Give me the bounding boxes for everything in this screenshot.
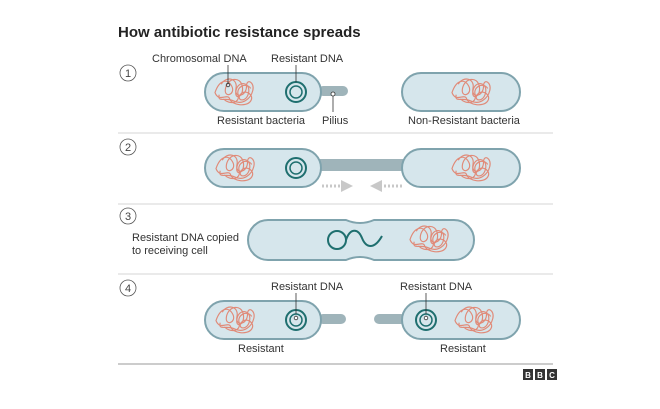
step-number-badge bbox=[119, 207, 137, 225]
bbc-logo: B B C bbox=[523, 369, 557, 380]
resistant-bacterium bbox=[204, 72, 322, 112]
resistant-dna-label: Resistant DNA bbox=[400, 281, 473, 293]
step-4: 4 Resistant DNA Resistant Resistant DNA … bbox=[119, 279, 521, 355]
pilius-label: Pilius bbox=[322, 115, 349, 127]
step-number-badge bbox=[119, 64, 137, 82]
pilus bbox=[318, 86, 348, 96]
step-number-badge bbox=[119, 279, 137, 297]
step-3-caption-line1: Resistant DNA copied bbox=[132, 232, 239, 244]
leader-dot bbox=[293, 315, 299, 321]
diagram-title: How antibiotic resistance spreads bbox=[118, 24, 361, 41]
leader-dot bbox=[330, 91, 336, 97]
step-number: 1 bbox=[125, 68, 131, 80]
step-3-caption-line2: to receiving cell bbox=[132, 245, 208, 257]
step-2: 2 bbox=[119, 138, 521, 192]
recipient-bacterium bbox=[401, 148, 521, 188]
pilus-bridge bbox=[318, 159, 408, 171]
resistant-label: Resistant bbox=[238, 343, 284, 355]
step-1: 1 Chromosomal DNA Resistant DNA Resistan… bbox=[119, 53, 521, 127]
chromosomal-dna-label: Chromosomal DNA bbox=[152, 53, 247, 65]
step-number: 2 bbox=[125, 142, 131, 154]
resistant-dna-label: Resistant DNA bbox=[271, 281, 344, 293]
non-resistant-bacterium bbox=[401, 72, 521, 112]
step-number: 4 bbox=[125, 283, 131, 295]
retracted-pilus-right bbox=[374, 314, 406, 324]
merged-cells bbox=[246, 219, 476, 261]
resistant-bacterium bbox=[204, 148, 322, 188]
resistant-dna-label: Resistant DNA bbox=[271, 53, 344, 65]
step-number: 3 bbox=[125, 211, 131, 223]
leader-dot bbox=[225, 82, 231, 88]
non-resistant-label: Non-Resistant bacteria bbox=[408, 115, 521, 127]
leader-dot bbox=[423, 315, 429, 321]
resistant-dna-copying bbox=[327, 229, 383, 250]
resistant-bacterium bbox=[204, 300, 322, 340]
svg-text:C: C bbox=[549, 371, 555, 380]
resistant-plasmid bbox=[285, 157, 307, 179]
svg-text:B: B bbox=[525, 371, 531, 380]
resistant-label: Resistant bbox=[440, 343, 486, 355]
svg-text:B: B bbox=[537, 371, 543, 380]
retracted-pilus-left bbox=[318, 314, 346, 324]
step-3: 3 Resistant DNA copied to receiving cell bbox=[119, 207, 476, 261]
step-number-badge bbox=[119, 138, 137, 156]
resistant-bacteria-label: Resistant bacteria bbox=[217, 115, 306, 127]
